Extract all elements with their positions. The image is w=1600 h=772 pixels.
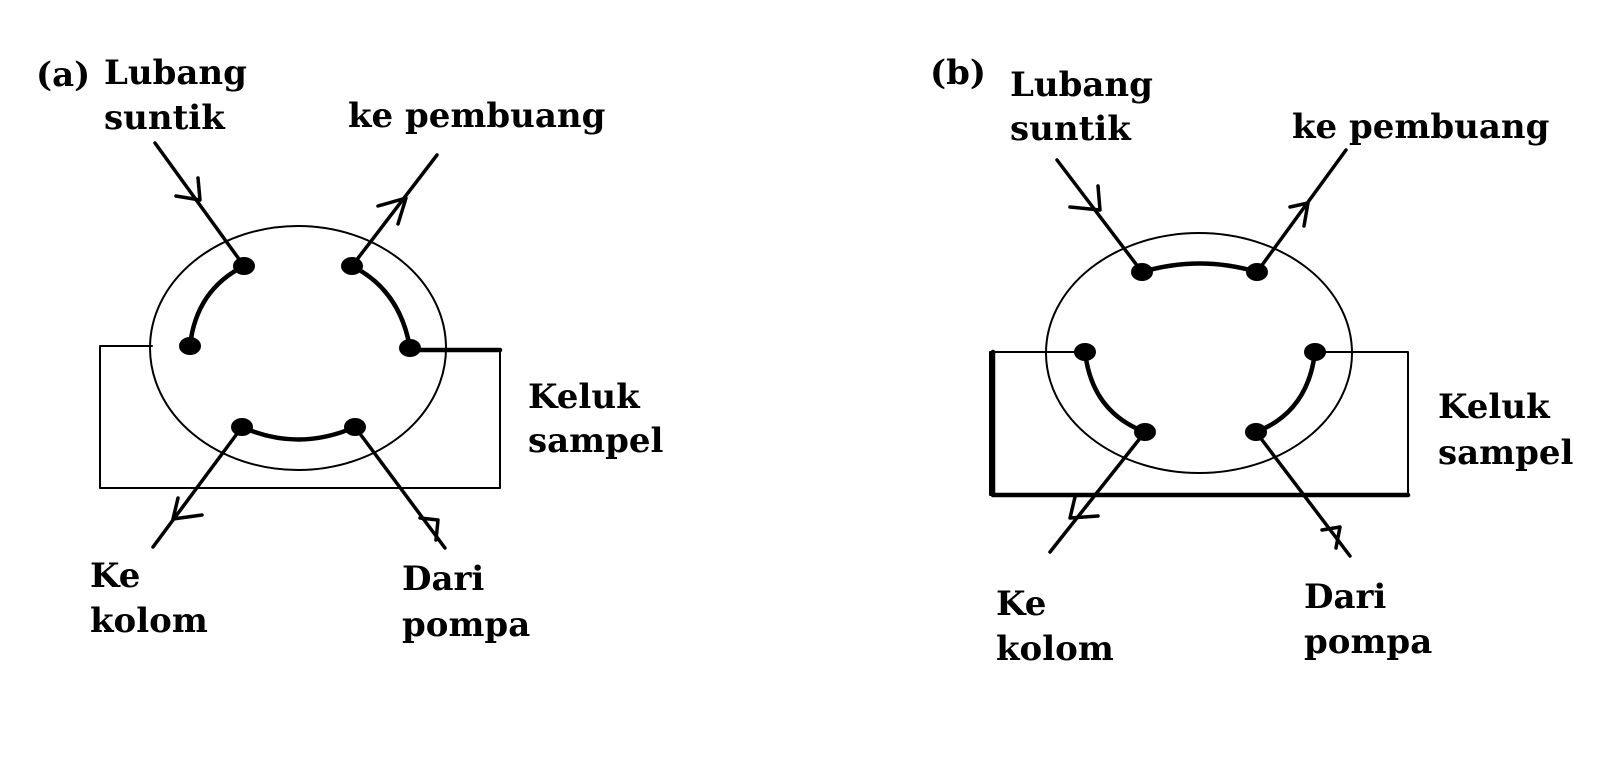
panel-a-groove-inject-to-loop [187, 263, 247, 349]
panel-a-inject-port-label-line1: Lubang [104, 53, 247, 93]
panel-a-column-arrow-icon [171, 496, 204, 521]
panel-b-groove-loop-to-pump [1253, 349, 1318, 435]
panel-a-port-column [231, 418, 253, 436]
panel-a-inject-line [153, 141, 246, 268]
panel-a-pump-arrow-icon [418, 516, 440, 542]
panel-b-column-arrow-icon [1068, 495, 1100, 520]
panel-a-port-loop-left [179, 337, 201, 355]
panel-b-pump-arrow-icon [1320, 525, 1342, 550]
panel-a-groove-pump-to-column [239, 424, 358, 442]
panel-b-inject-port-label-line1: Lubang [1010, 65, 1153, 105]
panel-a-pump-label-line1: Dari [402, 559, 484, 599]
panel-b-waste-label: ke pembuang [1292, 107, 1549, 147]
panel-a-column-label-line1: Ke [90, 556, 140, 596]
panel-b: (b) Lubang suntik ke pembuang Keluk samp… [930, 53, 1574, 669]
panel-b-port-loop-right [1304, 343, 1326, 361]
panel-a-port-inject [233, 257, 255, 275]
panel-a-port-waste [341, 257, 363, 275]
panel-b-waste-line [1255, 148, 1348, 274]
panel-b-pump-label-line1: Dari [1304, 577, 1386, 617]
panel-b-port-pump [1245, 423, 1267, 441]
panel-b-inject-arrow-icon [1068, 184, 1102, 212]
panel-b-inject-port-label-line2: suntik [1010, 109, 1132, 149]
panel-b-sample-loop-heavy [990, 349, 1411, 498]
panel-b-port-loop-left [1074, 343, 1096, 361]
panel-b-waste-arrow-icon [1288, 201, 1310, 228]
panel-a-inject-port-label-line2: suntik [104, 98, 226, 138]
panel-b-port-inject [1131, 263, 1153, 281]
panel-a-sample-loop [99, 345, 501, 489]
panel-a-inject-arrow-icon [174, 176, 202, 202]
panel-b-label: (b) [930, 53, 986, 93]
panel-b-column-label-line1: Ke [996, 584, 1046, 624]
panel-a-loop-label-line1: Keluk [528, 377, 641, 417]
panel-a-port-loop-right [399, 339, 421, 357]
panel-b-loop-label-line2: sampel [1438, 433, 1574, 473]
panel-a: (a) Lubang suntik ke pembuang Keluk samp… [36, 53, 664, 645]
panel-b-pump-label-line2: pompa [1304, 622, 1432, 662]
panel-b-loop-label-line1: Keluk [1438, 387, 1551, 427]
panel-a-groove-waste-to-loop [349, 263, 413, 351]
panel-b-groove-loop-to-column [1082, 349, 1148, 435]
panel-a-pump-label-line2: pompa [402, 605, 530, 645]
panel-a-waste-line [350, 153, 439, 268]
panel-a-label: (a) [36, 55, 90, 95]
panel-b-groove-inject-to-waste [1139, 261, 1260, 275]
panel-b-pump-line [1254, 430, 1352, 558]
panel-a-loop-label-line2: sampel [528, 421, 664, 461]
panel-a-column-label-line2: kolom [90, 601, 208, 641]
panel-a-waste-arrow-icon [376, 196, 408, 226]
panel-b-column-label-line2: kolom [996, 629, 1114, 669]
panel-a-pump-line [353, 425, 447, 550]
panel-a-port-pump [344, 418, 366, 436]
panel-b-column-line [1048, 430, 1147, 554]
panel-b-inject-line [1055, 158, 1144, 274]
panel-b-port-column [1134, 423, 1156, 441]
panel-b-port-waste [1246, 263, 1268, 281]
panel-a-column-line [151, 425, 244, 549]
panel-a-waste-label: ke pembuang [348, 96, 605, 136]
